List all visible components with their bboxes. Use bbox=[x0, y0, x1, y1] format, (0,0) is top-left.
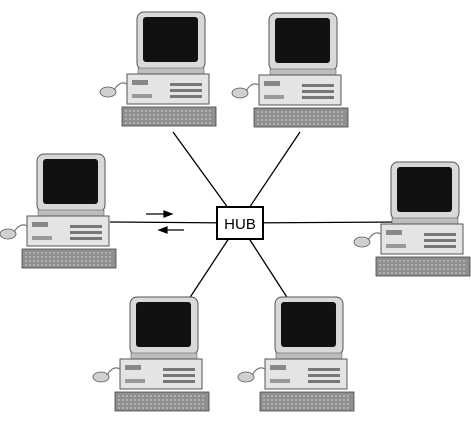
computer-bottom-left bbox=[92, 296, 210, 412]
data-flow-arrows bbox=[146, 210, 184, 234]
link-right bbox=[238, 221, 397, 224]
computer-left bbox=[0, 153, 117, 269]
computer-icon bbox=[237, 296, 355, 412]
hub-box bbox=[216, 206, 264, 240]
computer-icon bbox=[99, 11, 217, 127]
hub-label: HUB bbox=[224, 216, 256, 233]
computer-top-right bbox=[231, 12, 349, 128]
hub: HUB bbox=[216, 206, 264, 240]
computer-icon bbox=[353, 161, 471, 277]
computer-icon bbox=[0, 153, 117, 269]
computer-icon bbox=[92, 296, 210, 412]
computer-right bbox=[353, 161, 471, 277]
computer-top-left bbox=[99, 11, 217, 127]
computer-icon bbox=[231, 12, 349, 128]
computer-bottom-right bbox=[237, 296, 355, 412]
